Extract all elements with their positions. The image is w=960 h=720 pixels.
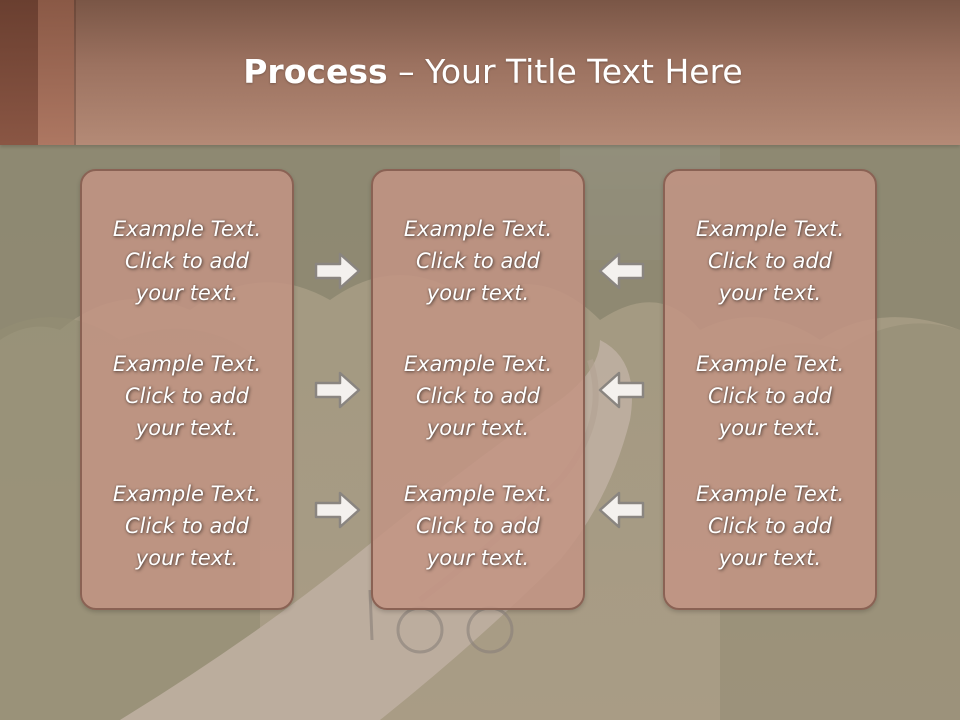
arrow-left-icon[interactable] bbox=[597, 490, 645, 530]
slide-title-bold: Process bbox=[243, 52, 388, 91]
text-line: your text. bbox=[135, 546, 239, 570]
text-line: Example Text. bbox=[112, 217, 262, 241]
arrow-left-icon[interactable] bbox=[597, 251, 645, 291]
process-box-center[interactable]: Example Text. Click to add your text. Ex… bbox=[371, 169, 585, 610]
text-line: your text. bbox=[718, 546, 822, 570]
text-line: Example Text. bbox=[112, 482, 262, 506]
text-line: Example Text. bbox=[695, 352, 845, 376]
text-line: Click to add bbox=[124, 249, 249, 273]
text-line: Example Text. bbox=[695, 217, 845, 241]
text-line: Example Text. bbox=[403, 352, 553, 376]
arrow-right-icon[interactable] bbox=[314, 370, 362, 410]
text-line: Example Text. bbox=[403, 217, 553, 241]
header-stripe bbox=[0, 0, 38, 145]
header-stripe bbox=[38, 0, 74, 145]
text-placeholder[interactable]: Example Text. Click to add your text. bbox=[373, 213, 583, 309]
process-box-right[interactable]: Example Text. Click to add your text. Ex… bbox=[663, 169, 877, 610]
text-line: your text. bbox=[135, 281, 239, 305]
arrow-left-icon[interactable] bbox=[597, 370, 645, 410]
text-line: Click to add bbox=[415, 249, 540, 273]
text-line: your text. bbox=[426, 416, 530, 440]
title-bar: Process – Your Title Text Here bbox=[0, 0, 960, 145]
text-placeholder[interactable]: Example Text. Click to add your text. bbox=[665, 478, 875, 574]
text-placeholder[interactable]: Example Text. Click to add your text. bbox=[373, 478, 583, 574]
header-divider bbox=[74, 0, 76, 145]
arrow-right-icon[interactable] bbox=[314, 251, 362, 291]
text-line: your text. bbox=[426, 281, 530, 305]
text-line: Example Text. bbox=[695, 482, 845, 506]
text-placeholder[interactable]: Example Text. Click to add your text. bbox=[373, 348, 583, 444]
slide-title[interactable]: Process – Your Title Text Here bbox=[0, 52, 960, 91]
text-line: your text. bbox=[718, 416, 822, 440]
text-line: your text. bbox=[135, 416, 239, 440]
text-line: Example Text. bbox=[403, 482, 553, 506]
text-line: Click to add bbox=[124, 514, 249, 538]
text-line: Click to add bbox=[707, 514, 832, 538]
text-placeholder[interactable]: Example Text. Click to add your text. bbox=[82, 478, 292, 574]
text-line: your text. bbox=[718, 281, 822, 305]
text-line: Click to add bbox=[124, 384, 249, 408]
process-box-left[interactable]: Example Text. Click to add your text. Ex… bbox=[80, 169, 294, 610]
text-line: Click to add bbox=[415, 514, 540, 538]
text-placeholder[interactable]: Example Text. Click to add your text. bbox=[82, 348, 292, 444]
text-line: Example Text. bbox=[112, 352, 262, 376]
arrow-right-icon[interactable] bbox=[314, 490, 362, 530]
text-line: your text. bbox=[426, 546, 530, 570]
text-line: Click to add bbox=[707, 249, 832, 273]
text-line: Click to add bbox=[415, 384, 540, 408]
text-placeholder[interactable]: Example Text. Click to add your text. bbox=[665, 348, 875, 444]
text-placeholder[interactable]: Example Text. Click to add your text. bbox=[665, 213, 875, 309]
slide-title-rest: – Your Title Text Here bbox=[387, 52, 743, 91]
text-placeholder[interactable]: Example Text. Click to add your text. bbox=[82, 213, 292, 309]
text-line: Click to add bbox=[707, 384, 832, 408]
